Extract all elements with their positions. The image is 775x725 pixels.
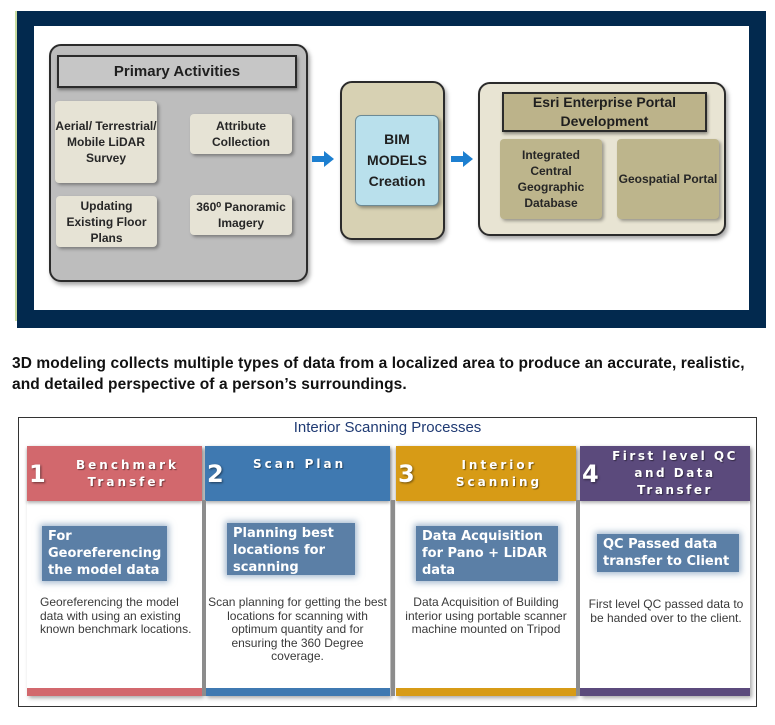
step-title: First level QC and Data Transfer [612, 449, 738, 497]
step-color-bar [396, 688, 576, 696]
process-step-1: 1 Benchmark Transfer For Georeferencing … [27, 446, 202, 696]
description-text: 3D modeling collects multiple types of d… [12, 355, 745, 393]
process-step-4: 4 First level QC and Data Transfer QC Pa… [580, 446, 750, 696]
right-arrow-icon [312, 151, 334, 167]
geospatial-portal-box: Geospatial Portal [617, 139, 719, 219]
activity-panoramic-imagery: 360⁰ Panoramic Imagery [190, 195, 292, 235]
process-step-3: 3 Interior Scanning Data Acquisition for… [396, 446, 576, 696]
column-divider [202, 500, 206, 696]
activity-attribute-collection: Attribute Collection [190, 114, 292, 154]
esri-portal-title: Esri Enterprise Portal Development [502, 92, 707, 132]
step-title: Interior Scanning [455, 457, 543, 489]
step-header: 3 Interior Scanning [396, 446, 576, 501]
process-step-2: 2 Scan Plan Planning best locations for … [205, 446, 390, 696]
step-title: Scan Plan [253, 457, 347, 471]
processes-title: Interior Scanning Processes [293, 419, 482, 436]
integrated-database-box: Integrated Central Geographic Database [500, 139, 602, 219]
step-number: 3 [398, 459, 415, 488]
column-divider [576, 500, 580, 696]
step-number: 4 [582, 459, 599, 488]
step-description: Georeferencing the model data with using… [40, 595, 192, 636]
step-description: Scan planning for getting the best locat… [208, 595, 387, 663]
bim-models-creation: BIM MODELS Creation [355, 115, 439, 206]
activity-updating-floor-plans: Updating Existing Floor Plans [56, 196, 157, 247]
step-header: 1 Benchmark Transfer [27, 446, 202, 501]
step-number: 1 [29, 459, 46, 488]
step-color-bar [27, 688, 202, 696]
step-callout: Planning best locations for scanning [227, 523, 355, 575]
step-description: First level QC passed data to be handed … [588, 597, 744, 625]
step-callout: For Georeferencing the model data [42, 526, 167, 581]
step-callout: Data Acquisition for Pano + LiDAR data [416, 526, 558, 581]
step-color-bar [580, 688, 750, 696]
right-arrow-icon [451, 151, 473, 167]
step-header: 4 First level QC and Data Transfer [580, 446, 750, 501]
activity-lidar-survey: Aerial/ Terrestrial/ Mobile LiDAR Survey [55, 101, 157, 183]
column-divider [391, 500, 395, 696]
primary-activities-title: Primary Activities [57, 55, 297, 88]
step-title: Benchmark Transfer [76, 457, 179, 489]
frame-accent-line [15, 11, 17, 321]
step-color-bar [205, 688, 390, 696]
step-description: Data Acquisition of Building interior us… [405, 595, 567, 636]
step-callout: QC Passed data transfer to Client [597, 534, 739, 572]
step-number: 2 [207, 459, 224, 488]
step-header: 2 Scan Plan [205, 446, 390, 501]
